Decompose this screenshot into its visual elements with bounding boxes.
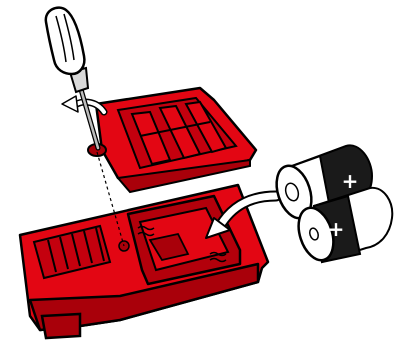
screwdriver-icon (46, 8, 98, 148)
battery-plus-symbol: + (342, 169, 359, 193)
battery-cover (88, 88, 256, 192)
battery-plus-symbol: + (328, 217, 345, 241)
